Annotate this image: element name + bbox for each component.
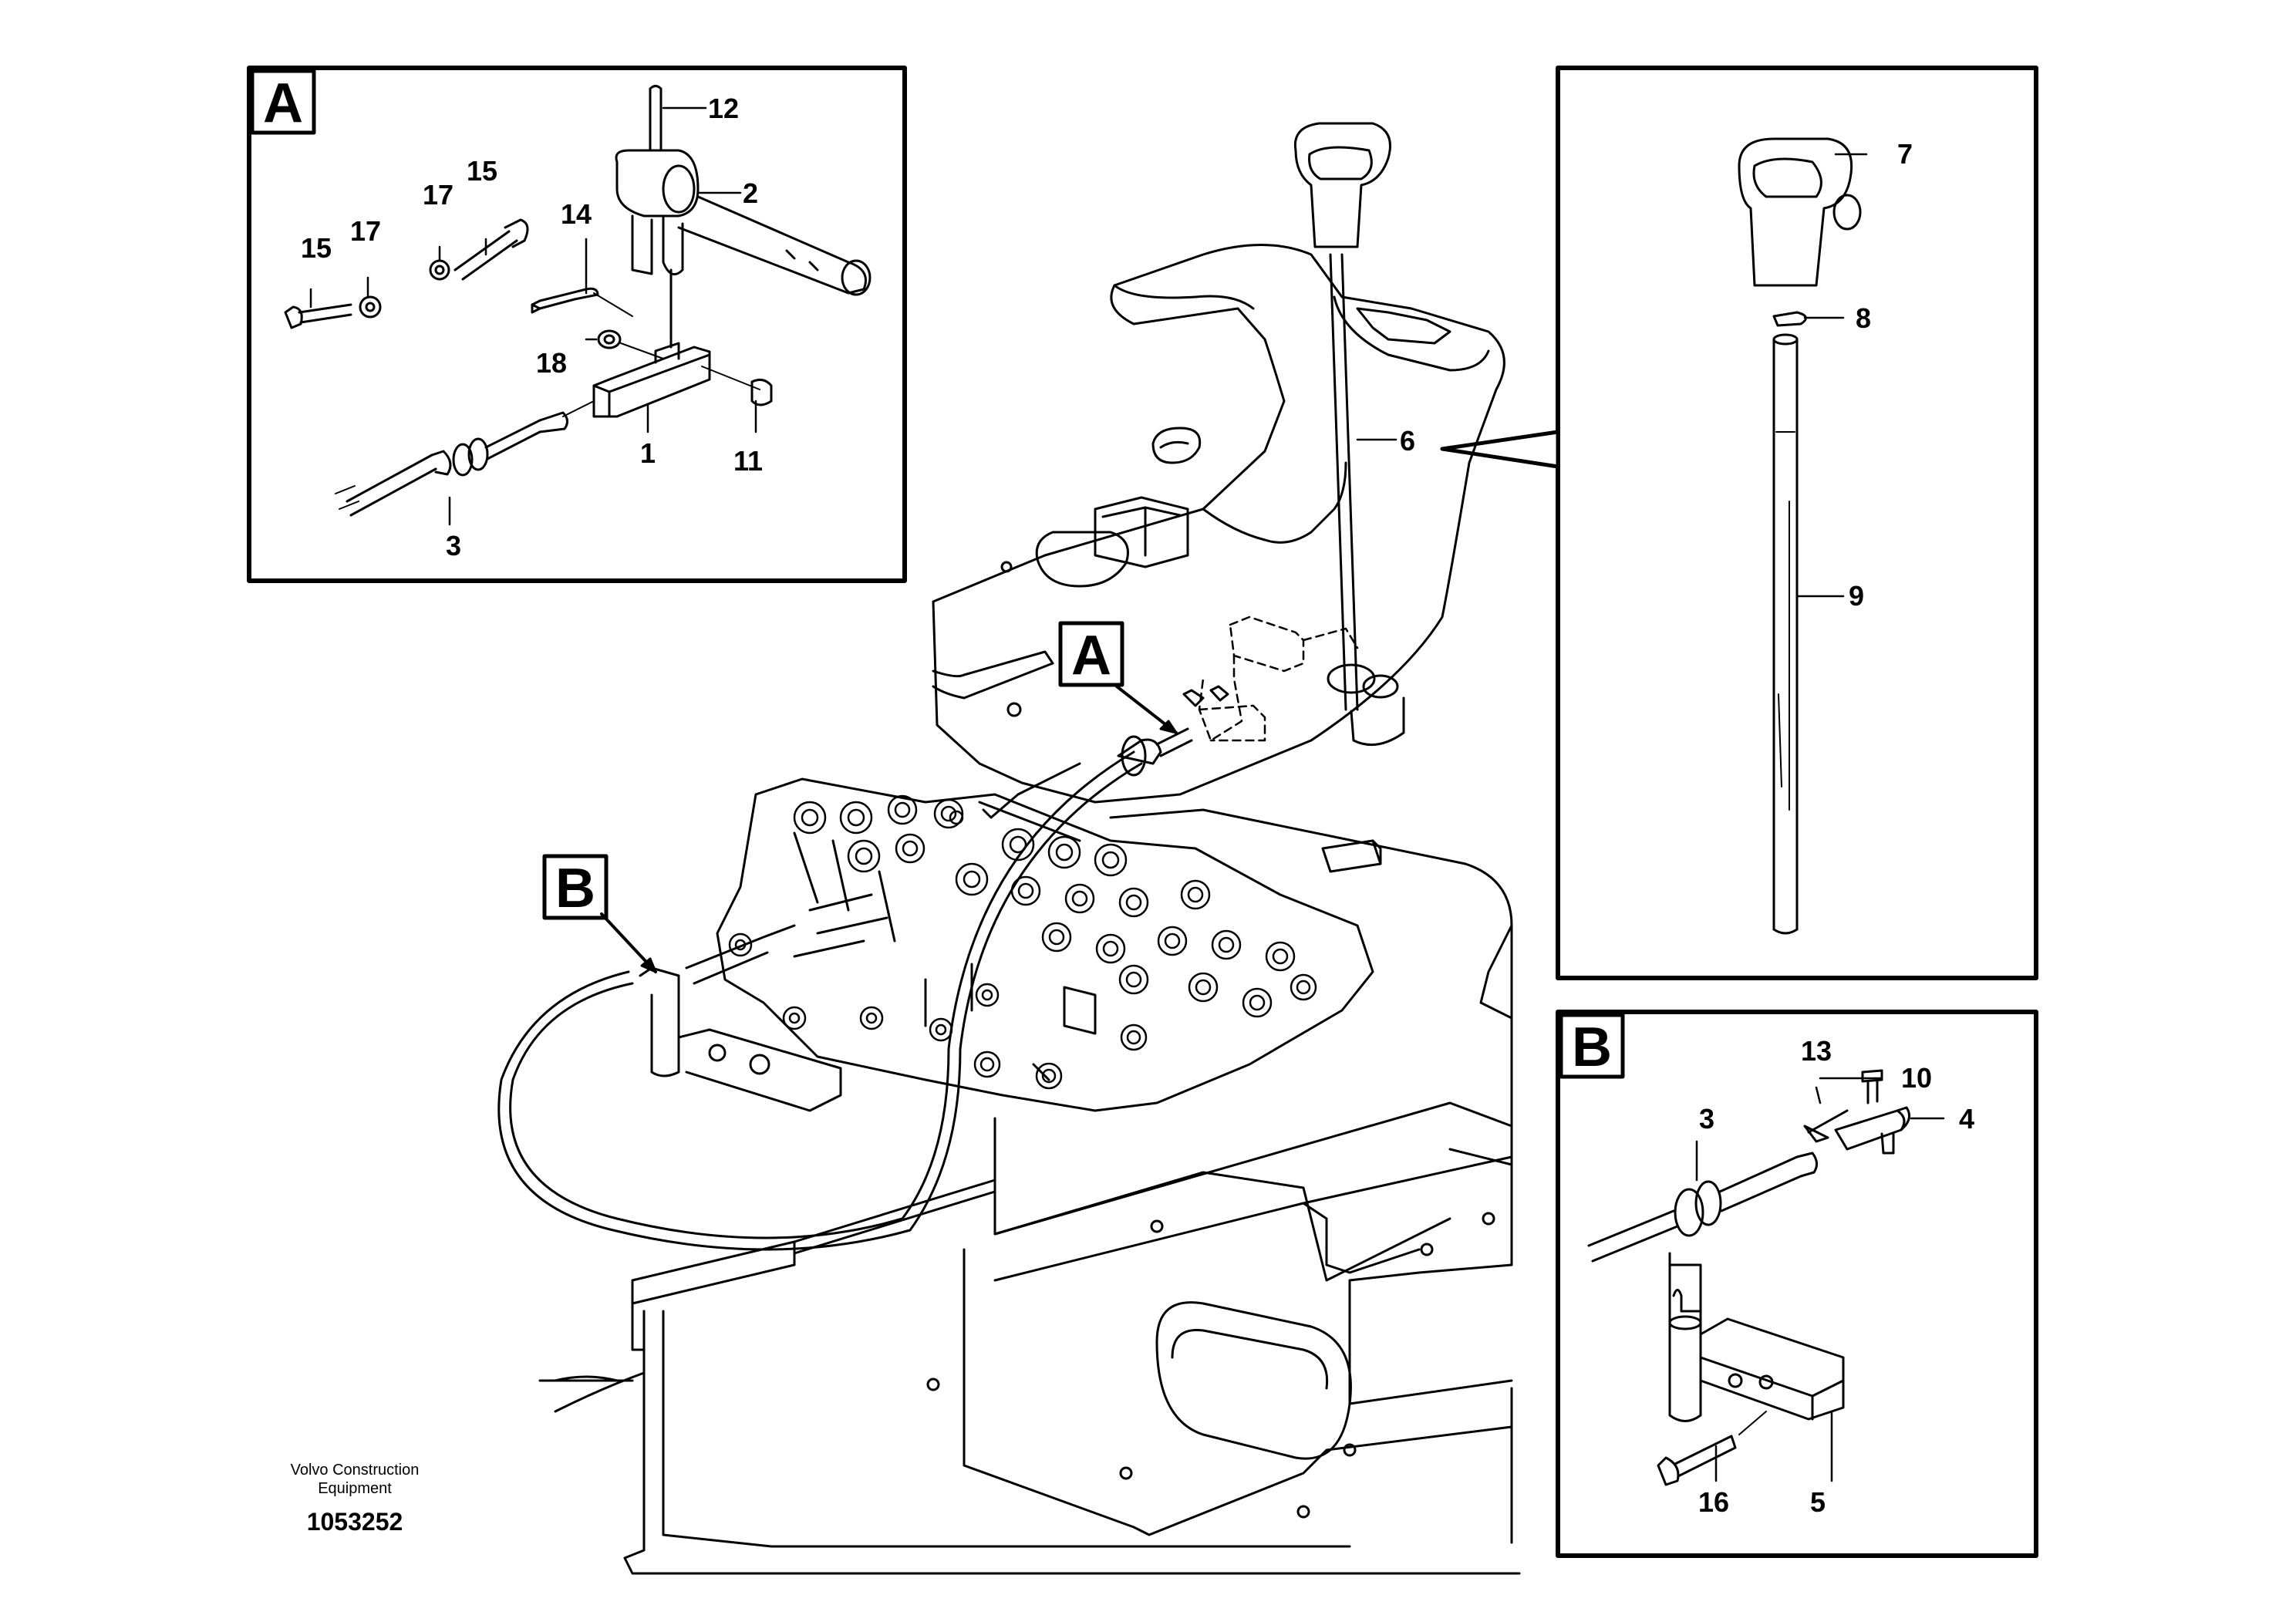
rod-9-drawing [1772, 338, 1799, 931]
callout-a-panel-label: A [263, 73, 303, 134]
gear-lever-rod-drawing [1329, 253, 1359, 711]
frame-cutout-drawing [1155, 1301, 1352, 1460]
panel-a-callout-box [250, 69, 316, 135]
fork-drawing [1668, 1252, 1702, 1313]
clip-14-drawing [531, 287, 599, 310]
part-label-17b: 17 [350, 215, 381, 247]
block-1-drawing [592, 346, 711, 418]
part-label-3a: 3 [446, 530, 461, 561]
nut-17b-drawing [359, 295, 382, 319]
part-label-11: 11 [733, 445, 763, 477]
part-label-15b: 15 [301, 232, 332, 264]
bolt-15a-drawing [453, 230, 518, 281]
callout-b-panel-label: B [1572, 1017, 1612, 1078]
nut-17a-drawing [429, 259, 450, 281]
washer-18-drawing [597, 329, 622, 349]
labels: A A B B 12 2 17 15 15 17 14 18 1 11 3 6 … [263, 73, 1974, 1518]
callout-a-main-label: A [1071, 625, 1111, 686]
bolt-16-drawing [1657, 1456, 1680, 1486]
part-label-7: 7 [1897, 138, 1913, 170]
part-label-8: 8 [1856, 302, 1871, 334]
storage-box-drawing [1094, 496, 1189, 568]
detail-panel-b [1556, 1010, 2038, 1558]
cable-3b-drawing [1587, 1209, 1679, 1263]
part-label-5: 5 [1810, 1486, 1826, 1518]
part-label-17a: 17 [423, 179, 453, 211]
part-label-4: 4 [1959, 1103, 1974, 1135]
detail-panel-lever [1440, 66, 2038, 980]
part-label-14: 14 [561, 198, 592, 230]
part-label-16: 16 [1698, 1486, 1729, 1518]
clip-8-drawing [1772, 311, 1807, 327]
part-label-1: 1 [640, 437, 656, 469]
knob-7-drawing [1738, 137, 1853, 287]
console-drawing [932, 244, 1505, 804]
part-label-2: 2 [743, 177, 758, 209]
part-label-15a: 15 [467, 155, 497, 187]
clevis-2-drawing [615, 149, 700, 218]
gear-lever-knob-drawing [1293, 122, 1391, 248]
part-label-10: 10 [1901, 1062, 1932, 1094]
clip-13-drawing [1803, 1109, 1849, 1143]
main-callout-b [542, 854, 657, 973]
rod-2-drawing [677, 195, 867, 295]
part-label-9: 9 [1849, 580, 1864, 612]
part-label-18: 18 [536, 347, 567, 379]
pin-12-drawing [649, 85, 663, 152]
bracket-5-drawing [1699, 1317, 1845, 1421]
part-label-12: 12 [708, 93, 739, 124]
bracket-b-drawing [639, 966, 680, 1077]
bolt-15b-drawing [284, 305, 303, 329]
cable-3-drawing [346, 454, 437, 517]
callout-b-main-label: B [555, 858, 595, 919]
part-label-6: 6 [1400, 425, 1415, 457]
part-label-3b: 3 [1699, 1103, 1714, 1135]
main-callout-a [1058, 621, 1178, 734]
leader-lines [309, 106, 1945, 1482]
detail-panel-a [247, 66, 907, 583]
pin-10-drawing [1861, 1069, 1883, 1104]
footer-drawing-number: 1053252 [306, 1508, 403, 1536]
ignition-drawing [1151, 427, 1202, 464]
frame-drawing [538, 801, 1521, 1575]
lever-panel-pointer [1440, 430, 1560, 469]
part-label-13: 13 [1801, 1035, 1832, 1067]
footer-company-name: Volvo Construction Equipment [290, 1462, 420, 1497]
main-assembly [497, 122, 1521, 1575]
valve-block-drawing [716, 777, 1374, 1112]
panel-b-callout-box [1559, 1013, 1625, 1079]
ring-7-drawing [1832, 194, 1862, 231]
